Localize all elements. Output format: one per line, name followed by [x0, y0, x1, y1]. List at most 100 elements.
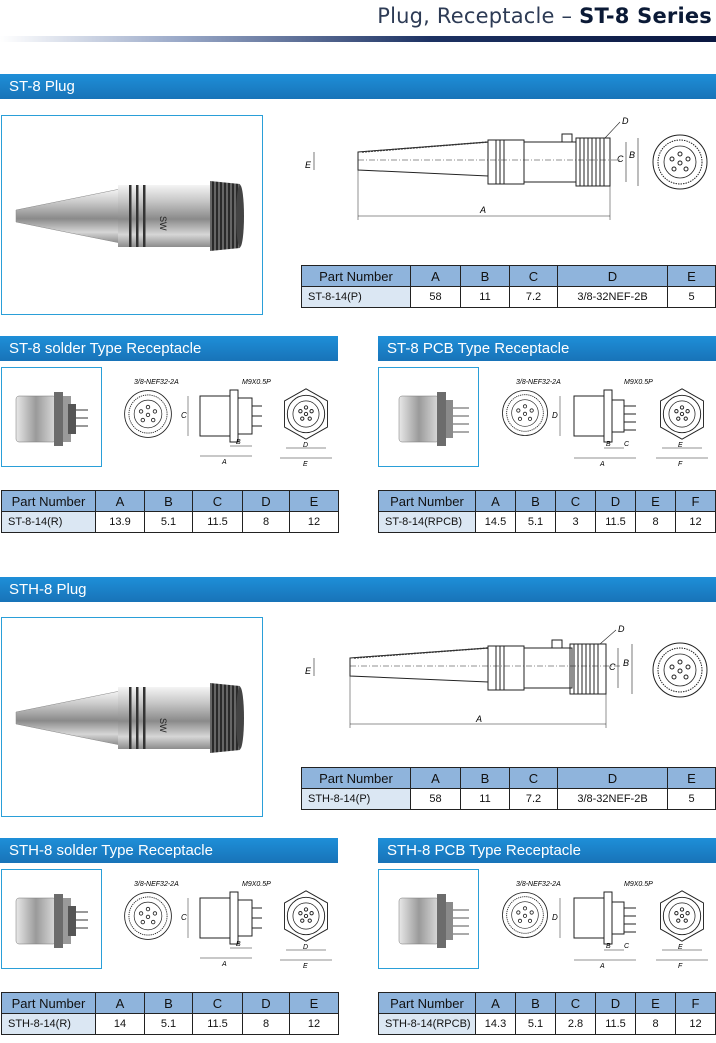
thread-note: 3/8-NEF32-2A	[516, 379, 561, 386]
value-cell: 11	[460, 788, 510, 810]
part-number-cell: ST-8-14(RPCB)	[378, 511, 476, 533]
header-cell: C	[555, 992, 596, 1014]
part-number-cell: STH-8-14(P)	[301, 788, 411, 810]
dim-label-b: B	[236, 439, 241, 446]
title-prefix: Plug, Receptacle –	[377, 4, 580, 28]
value-cell: 12	[675, 1013, 716, 1035]
value-cell: 3	[555, 511, 596, 533]
section-title-text: ST-8 PCB Type Receptacle	[387, 340, 570, 357]
header-cell: C	[192, 490, 243, 512]
value-cell: 5.1	[144, 1013, 193, 1035]
dim-label-c: C	[181, 411, 187, 420]
part-number-cell: ST-8-14(R)	[1, 511, 96, 533]
st8-plug-spec-table: Part Number A B C D E ST-8-14(P) 58 11 7…	[301, 265, 716, 308]
header-cell: Part Number	[378, 490, 476, 512]
section-title-sth8-solder: STH-8 solder Type Receptacle	[0, 838, 338, 863]
value-cell: 11.5	[595, 511, 636, 533]
dim-label-c: C	[617, 154, 624, 164]
sth8-pcb-drawing: 3/8-NEF32-2A M9X0.5P D A B C E F	[502, 881, 708, 970]
body-mark: SW	[158, 718, 168, 733]
dim-label-a: A	[221, 459, 227, 466]
value-cell: 8	[242, 1013, 290, 1035]
dim-label-c: C	[609, 662, 616, 672]
value-cell: 14.3	[475, 1013, 516, 1035]
value-cell: 8	[635, 1013, 676, 1035]
dim-label-a: A	[599, 963, 605, 970]
st8-pcb-drawing: 3/8-NEF32-2A M9X0.5P D A B C E F	[502, 379, 708, 468]
screw-note: M9X0.5P	[624, 379, 653, 386]
header-cell: B	[460, 767, 510, 789]
header-cell: B	[515, 992, 556, 1014]
header-cell: Part Number	[301, 767, 411, 789]
table-row: STH-8-14(R) 14 5.1 11.5 8 12	[1, 1013, 339, 1035]
header-cell: A	[475, 490, 516, 512]
header-cell: F	[675, 992, 716, 1014]
dim-label-e: E	[678, 944, 683, 951]
header-cell: E	[289, 490, 339, 512]
table-row: STH-8-14(P) 58 11 7.2 3/8-32NEF-2B 5	[301, 788, 716, 810]
st8-plug-photo: SW	[1, 115, 263, 315]
sth8-plug-spec-table: Part Number A B C D E STH-8-14(P) 58 11 …	[301, 767, 716, 810]
sth8-solder-drawing: 3/8-NEF32-2A M9X0.5P C A B D E	[124, 881, 332, 970]
sth8-plug-drawing: A E C B D	[305, 624, 708, 728]
value-cell: 3/8-32NEF-2B	[557, 788, 668, 810]
header-cell: C	[555, 490, 596, 512]
header-cell: B	[460, 265, 510, 287]
value-cell: 11	[460, 286, 510, 308]
dim-label-c: C	[624, 943, 630, 950]
section-title-text: ST-8 Plug	[9, 78, 75, 95]
st8-plug-drawing: A E C B D	[305, 116, 708, 220]
table-header-row: Part Number A B C D E	[1, 992, 339, 1014]
screw-note: M9X0.5P	[242, 881, 271, 888]
header-cell: A	[475, 992, 516, 1014]
dim-label-b: B	[623, 658, 629, 668]
header-cell: F	[675, 490, 716, 512]
header-cell: C	[509, 265, 558, 287]
dim-label-e: E	[303, 963, 308, 970]
table-row: ST-8-14(P) 58 11 7.2 3/8-32NEF-2B 5	[301, 286, 716, 308]
dim-label-e: E	[305, 160, 312, 170]
dim-label-f: F	[678, 461, 683, 468]
header-cell: Part Number	[301, 265, 411, 287]
st8-pcb-spec-table: Part Number A B C D E F ST-8-14(RPCB) 14…	[378, 490, 716, 533]
section-title-sth8-plug: STH-8 Plug	[0, 577, 716, 602]
table-header-row: Part Number A B C D E F	[378, 992, 716, 1014]
value-cell: 7.2	[509, 788, 558, 810]
value-cell: 5	[667, 788, 716, 810]
dim-label-d: D	[618, 624, 625, 634]
thread-note: 3/8-NEF32-2A	[134, 379, 179, 386]
table-row: STH-8-14(RPCB) 14.3 5.1 2.8 11.5 8 12	[378, 1013, 716, 1035]
table-header-row: Part Number A B C D E	[301, 767, 716, 789]
table-header-row: Part Number A B C D E	[1, 490, 339, 512]
dim-label-b: B	[236, 941, 241, 948]
sth8-plug-photo: SW	[1, 617, 263, 817]
part-number-cell: STH-8-14(R)	[1, 1013, 96, 1035]
value-cell: 7.2	[509, 286, 558, 308]
part-number-cell: STH-8-14(RPCB)	[378, 1013, 476, 1035]
value-cell: 12	[675, 511, 716, 533]
dim-label-d: D	[552, 913, 558, 922]
dim-label-a: A	[599, 461, 605, 468]
dim-label-a: A	[221, 961, 227, 968]
dim-label-b: B	[606, 441, 611, 448]
st8-solder-photo	[1, 367, 102, 467]
value-cell: 58	[410, 788, 461, 810]
dim-label-c: C	[181, 913, 187, 922]
header-cell: D	[242, 992, 290, 1014]
page-title: Plug, Receptacle – ST-8 Series	[377, 4, 712, 28]
table-row: ST-8-14(RPCB) 14.5 5.1 3 11.5 8 12	[378, 511, 716, 533]
screw-note: M9X0.5P	[242, 379, 271, 386]
value-cell: 5	[667, 286, 716, 308]
value-cell: 5.1	[144, 511, 193, 533]
section-title-st8-plug: ST-8 Plug	[0, 74, 716, 99]
section-title-st8-solder: ST-8 solder Type Receptacle	[0, 336, 338, 361]
header-cell: Part Number	[1, 490, 96, 512]
st8-pcb-photo	[378, 367, 479, 467]
dim-label-e: E	[305, 666, 312, 676]
header-cell: E	[289, 992, 339, 1014]
section-title-st8-pcb: ST-8 PCB Type Receptacle	[378, 336, 716, 361]
value-cell: 14.5	[475, 511, 516, 533]
table-row: ST-8-14(R) 13.9 5.1 11.5 8 12	[1, 511, 339, 533]
header-cell: B	[515, 490, 556, 512]
section-title-text: STH-8 solder Type Receptacle	[9, 842, 213, 859]
